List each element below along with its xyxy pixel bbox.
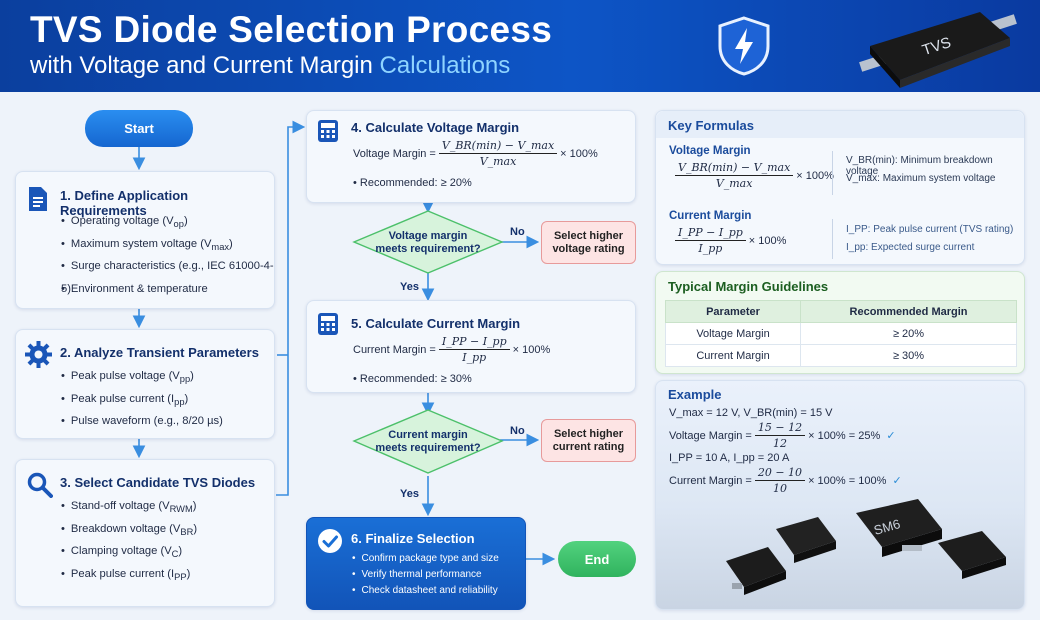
step2-card: 2. Analyze Transient Parameters Peak pul… [15,329,275,439]
subtitle-part-a: with Voltage and Current Margin [30,52,373,79]
decision1-yes: Yes [400,281,419,293]
step6-card: 6. Finalize Selection Confirm package ty… [306,517,526,610]
step6-list: Confirm package type and size Verify the… [352,551,499,599]
step3-item: Breakdown voltage (VBR) [61,518,197,541]
calculator-icon [318,120,338,142]
step2-list: Peak pulse voltage (Vpp) Peak pulse curr… [61,365,223,433]
decision2-no: No [510,425,525,437]
col-parameter: Parameter [664,300,802,323]
step4-title: 4. Calculate Voltage Margin [351,120,520,135]
step2-item: Peak pulse current (Ipp) [61,388,223,411]
step1-item: Operating voltage (Vop) [61,210,274,233]
step5-card: 5. Calculate Current Margin Current Marg… [306,300,636,393]
step2-item: Pulse waveform (e.g., 8/20 µs) [61,410,223,433]
example-panel: Example V_max = 12 V, V_BR(min) = 15 V V… [655,380,1025,610]
decision1-no: No [510,226,525,238]
col-recommended: Recommended Margin [800,300,1017,323]
table-header-row: Parameter Recommended Margin [664,300,1017,323]
check-icon: ✓ [892,475,902,487]
step6-item: Verify thermal performance [352,567,499,583]
calculator-icon [318,313,338,335]
step6-item: Confirm package type and size [352,551,499,567]
step1-item: Environment & temperature [61,278,274,301]
step6-title: 6. Finalize Selection [351,531,475,546]
current-margin-subtitle: Current Margin [669,210,752,222]
step3-item: Stand-off voltage (VRWM) [61,495,197,518]
check-circle-icon [318,529,342,553]
margin-guidelines-panel: Typical Margin Guidelines Parameter Reco… [655,271,1025,374]
example-title: Example [668,387,722,402]
vmax-note: V_max: Maximum system voltage [846,173,996,184]
gear-icon [25,341,52,368]
step3-item: Peak pulse current (IPP) [61,563,197,586]
step5-title: 5. Calculate Current Margin [351,316,521,331]
step5-recommended: • Recommended: ≥ 30% [353,373,472,385]
key-formulas-panel: Key Formulas Voltage Margin V_BR(min) − … [655,110,1025,265]
step1-list: Operating voltage (Vop) Maximum system v… [61,210,274,300]
step3-item: Clamping voltage (VC) [61,540,197,563]
voltage-margin-subtitle: Voltage Margin [669,145,751,157]
smd-components-image: SM6 [726,499,1006,595]
step3-card: 3. Select Candidate TVS Diodes Stand-off… [15,459,275,607]
subtitle-part-b: Calculations [379,52,511,79]
end-label: End [584,551,610,567]
step3-list: Stand-off voltage (VRWM) Breakdown volta… [61,495,197,585]
step3-title: 3. Select Candidate TVS Diodes [60,475,256,490]
decision2-yes: Yes [400,488,419,500]
end-node: End [558,541,636,577]
start-label: Start [124,121,154,136]
header-banner: TVS Diode Selection Process with Voltage… [0,0,1040,92]
shield-lightning-icon [718,16,770,76]
step1-item: Maximum system voltage (Vmax) [61,233,274,256]
step2-title: 2. Analyze Transient Parameters [60,345,259,360]
step1-card: 1. Define Application Requirements Opera… [15,171,275,309]
table-row: Voltage Margin ≥ 20% [664,322,1017,345]
component-marking: SM6 [872,516,902,538]
example-voltages: V_max = 12 V, V_BR(min) = 15 V [669,407,833,419]
ipp-expected-note: I_pp: Expected surge current [846,242,975,253]
page-title: TVS Diode Selection Process [30,9,553,50]
step4-recommended: • Recommended: ≥ 20% [353,177,472,189]
vbr-note: V_BR(min): Minimum breakdown voltage [846,155,993,177]
table-row: Current Margin ≥ 30% [664,344,1017,367]
magnifier-icon [27,472,53,498]
step1-item: Surge characteristics (e.g., IEC 61000-4… [61,255,274,295]
tvs-chip-icon: TVS [859,12,1017,88]
guidelines-title: Typical Margin Guidelines [668,279,829,294]
start-node: Start [85,110,193,147]
step2-item: Peak pulse voltage (Vpp) [61,365,223,388]
ipp-rating-note: I_PP: Peak pulse current (TVS rating) [846,224,1014,235]
step4-card: 4. Calculate Voltage Margin Voltage Marg… [306,110,636,203]
check-icon: ✓ [886,430,896,442]
page-subtitle: with Voltage and Current Margin Calculat… [30,52,510,80]
guidelines-table: Parameter Recommended Margin Voltage Mar… [664,300,1017,367]
key-formulas-title: Key Formulas [668,118,754,133]
example-currents: I_PP = 10 A, I_pp = 20 A [669,452,790,464]
step6-item: Check datasheet and reliability [352,583,499,599]
document-icon [29,187,47,211]
